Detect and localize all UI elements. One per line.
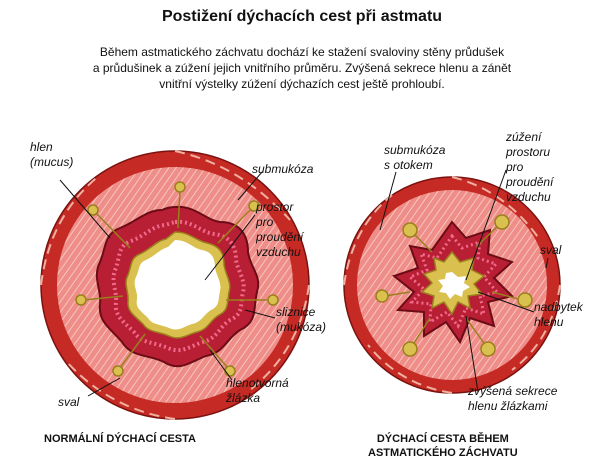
label-mucosa: sliznice (mukóza): [276, 305, 326, 335]
label-gland: hlenotvorná žlázka: [226, 376, 289, 406]
label-line: (mukóza): [276, 320, 326, 335]
label-mucus: hlen (mucus): [30, 140, 73, 170]
label-line: proudění: [256, 230, 303, 245]
label-line: hlen: [30, 140, 73, 155]
caption-line: ASTMATICKÉHO ZÁCHVATU: [368, 446, 518, 460]
label-line: sval: [58, 395, 79, 410]
label-line: s otokem: [384, 158, 445, 173]
label-asthma-muscle: sval: [540, 243, 561, 258]
label-line: hlenu žlázkami: [468, 399, 557, 414]
label-line: prostoru: [506, 145, 553, 160]
label-line: zvýšená sekrece: [468, 384, 557, 399]
label-line: (mucus): [30, 155, 73, 170]
label-line: vzduchu: [256, 245, 303, 260]
label-narrowed-airspace: zúžení prostoru pro proudění vzduchu: [506, 130, 553, 205]
label-line: pro: [506, 160, 553, 175]
caption-normal: NORMÁLNÍ DÝCHACÍ CESTA: [44, 432, 196, 446]
label-line: submukóza: [252, 162, 313, 177]
label-line: sliznice: [276, 305, 326, 320]
label-line: prostor: [256, 200, 303, 215]
label-line: zúžení: [506, 130, 553, 145]
label-line: pro: [256, 215, 303, 230]
caption-line: NORMÁLNÍ DÝCHACÍ CESTA: [44, 432, 196, 446]
label-line: hlenotvorná: [226, 376, 289, 391]
label-muscle: sval: [58, 395, 79, 410]
label-line: nadbytek: [534, 300, 583, 315]
label-line: vzduchu: [506, 190, 553, 205]
label-line: submukóza: [384, 143, 445, 158]
asthma-airway-cross-section: [344, 177, 560, 393]
label-increased-secretion: zvýšená sekrece hlenu žlázkami: [468, 384, 557, 414]
label-line: proudění: [506, 175, 553, 190]
caption-line: DÝCHACÍ CESTA BĚHEM: [368, 432, 518, 446]
label-swollen-submucosa: submukóza s otokem: [384, 143, 445, 173]
label-airspace: prostor pro proudění vzduchu: [256, 200, 303, 260]
label-submucosa: submukóza: [252, 162, 313, 177]
label-line: sval: [540, 243, 561, 258]
label-line: hlenu: [534, 315, 583, 330]
label-excess-mucus: nadbytek hlenu: [534, 300, 583, 330]
label-line: žlázka: [226, 391, 289, 406]
caption-asthma: DÝCHACÍ CESTA BĚHEM ASTMATICKÉHO ZÁCHVAT…: [368, 432, 518, 460]
